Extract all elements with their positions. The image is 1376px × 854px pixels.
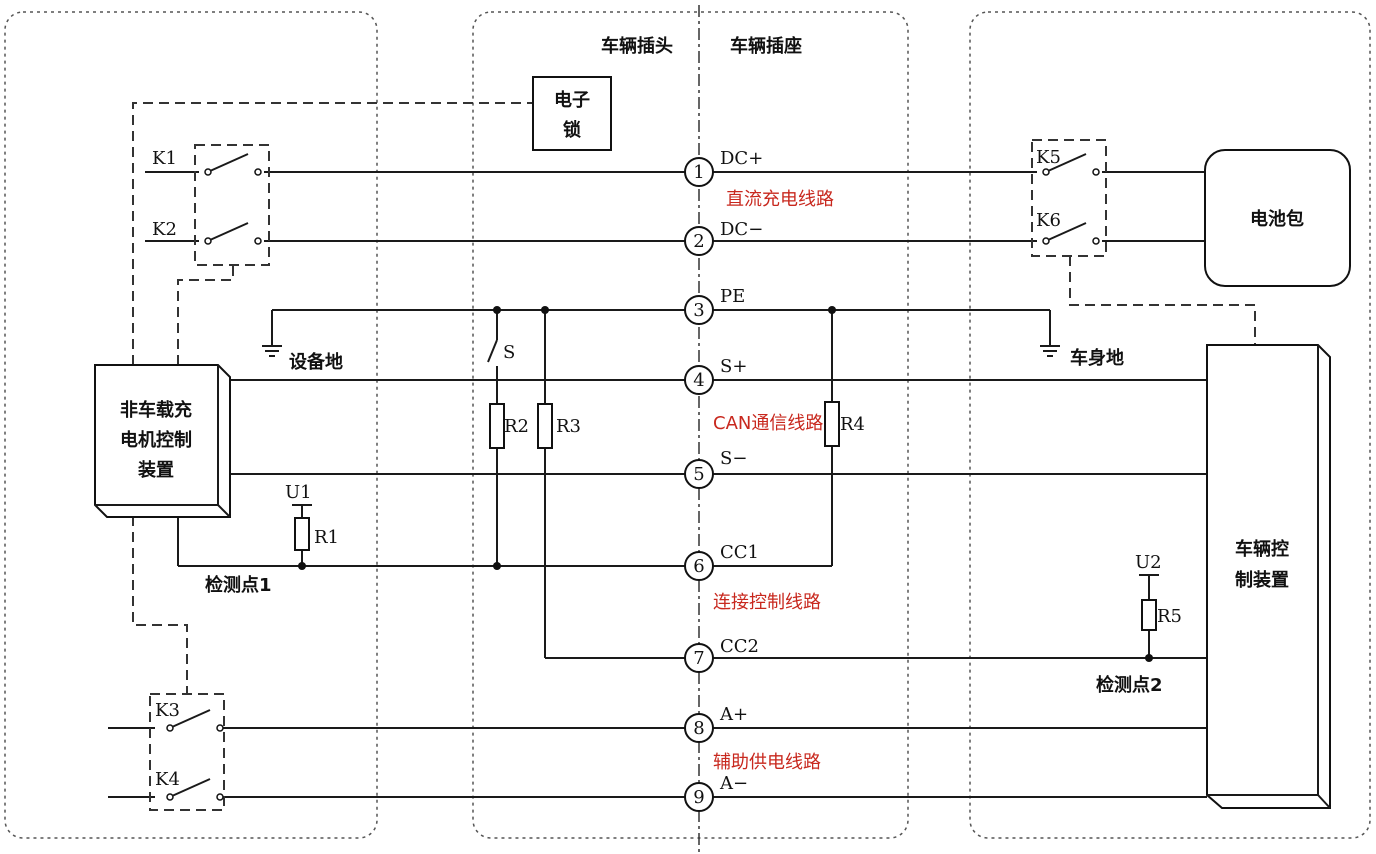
vehicle-controller-label-1: 车辆控: [1235, 538, 1289, 560]
k2-switch: [199, 222, 264, 245]
r4-label: R4: [840, 414, 865, 435]
cc1-node-r2: [493, 562, 501, 570]
battery-label: 电池包: [1250, 208, 1304, 230]
r5-resistor: [1141, 599, 1157, 631]
r2-label: R2: [504, 416, 529, 437]
body-ground-label: 车身地: [1070, 347, 1124, 369]
pin-6-circle: [684, 551, 714, 581]
check-point-2-node: [1145, 654, 1153, 662]
r4-resistor: [824, 401, 840, 447]
vehicle-controller-box: [1206, 344, 1331, 809]
pin-5-name: S−: [720, 448, 747, 469]
u1-label: U1: [285, 482, 312, 503]
r3-resistor: [537, 403, 553, 449]
pin-6-number: 6: [693, 556, 704, 577]
equip-ground-icon: [262, 345, 282, 357]
pin-2-circle: [684, 226, 714, 256]
dc-line-annotation: 直流充电线路: [726, 189, 834, 210]
pin-6-name: CC1: [720, 542, 759, 563]
pin-3-circle: [684, 295, 714, 325]
vehicle-controller-label-2: 制装置: [1235, 569, 1289, 591]
pe-node-r3: [541, 306, 549, 314]
electronic-lock-label-2: 锁: [563, 119, 581, 141]
charger-label-2: 电机控制: [120, 429, 192, 451]
pin-2-name: DC−: [720, 219, 763, 240]
vehicle-plug-label: 车辆插头: [601, 35, 673, 57]
k3-label: K3: [155, 700, 180, 721]
pin-2-number: 2: [693, 231, 704, 252]
pin-1-name: DC+: [720, 148, 763, 169]
check-point-1-node: [298, 562, 306, 570]
k1-switch: [199, 153, 264, 176]
battery-pack-box: [1204, 149, 1351, 287]
s-switch-label: S: [503, 342, 515, 363]
k1k2-control-line: [177, 265, 234, 365]
r1-resistor: [294, 517, 310, 551]
pin-8-circle: [684, 713, 714, 743]
equip-ground-label: 设备地: [289, 351, 343, 373]
r1-label: R1: [314, 527, 339, 548]
pin-9-number: 9: [693, 787, 704, 808]
pin-4-number: 4: [693, 370, 704, 391]
k5-label: K5: [1036, 147, 1061, 168]
r3-label: R3: [556, 416, 581, 437]
pin-3-name: PE: [720, 286, 745, 307]
charger-controller-box: [94, 364, 231, 518]
pin-4-circle: [684, 365, 714, 395]
electronic-lock-label-1: 电子: [554, 89, 590, 111]
electronic-lock-box: [532, 76, 612, 151]
connector-pins: 1 DC+ 2 DC− 3 PE 4 S+ 5 S− 6 CC1 7 CC2 8 A+ 9 A−: [684, 148, 763, 812]
r5-label: R5: [1157, 606, 1182, 627]
k1-label: K1: [152, 148, 177, 169]
pin-7-name: CC2: [720, 636, 759, 657]
u2-label: U2: [1135, 552, 1162, 573]
pin-8-name: A+: [719, 704, 748, 725]
vehicle-region-frame: [969, 11, 1371, 839]
k3k4-control-line: [132, 500, 188, 694]
pin-9-circle: [684, 782, 714, 812]
charger-label-1: 非车载充: [120, 399, 192, 421]
k5-switch: [1037, 153, 1102, 176]
k6-switch: [1037, 222, 1102, 245]
k6-label: K6: [1036, 210, 1061, 231]
charger-label-3: 装置: [138, 459, 174, 481]
can-line-annotation: CAN通信线路: [713, 413, 823, 434]
cc-line-annotation: 连接控制线路: [713, 592, 821, 613]
lock-control-line: [132, 102, 533, 365]
pin-1-number: 1: [693, 162, 704, 183]
k2-label: K2: [152, 219, 177, 240]
pin-5-number: 5: [693, 464, 704, 485]
pin-5-circle: [684, 459, 714, 489]
charger-region-frame: [4, 11, 378, 839]
k3-switch: [155, 709, 224, 732]
k4-switch: [155, 778, 224, 801]
aux-line-annotation: 辅助供电线路: [713, 752, 821, 773]
k1-k2-switch-box: [194, 144, 270, 266]
pin-7-circle: [684, 643, 714, 673]
pin-9-name: A−: [719, 773, 748, 794]
pin-7-number: 7: [693, 648, 704, 669]
pin-3-number: 3: [693, 300, 704, 321]
r2-resistor: [489, 403, 505, 449]
k5k6-control-line: [1069, 256, 1256, 345]
k4-label: K4: [155, 769, 180, 790]
pin-1-circle: [684, 157, 714, 187]
check-point-2-label: 检测点2: [1096, 674, 1163, 696]
vehicle-socket-label: 车辆插座: [730, 35, 802, 57]
s-switch-blade: [487, 339, 498, 363]
connector-region-frame: [472, 11, 909, 839]
check-point-1-label: 检测点1: [205, 574, 272, 596]
body-ground-icon: [1040, 345, 1060, 357]
pin-4-name: S+: [720, 356, 747, 377]
pe-node-r4: [828, 306, 836, 314]
pe-node-s: [493, 306, 501, 314]
pin-8-number: 8: [693, 718, 704, 739]
